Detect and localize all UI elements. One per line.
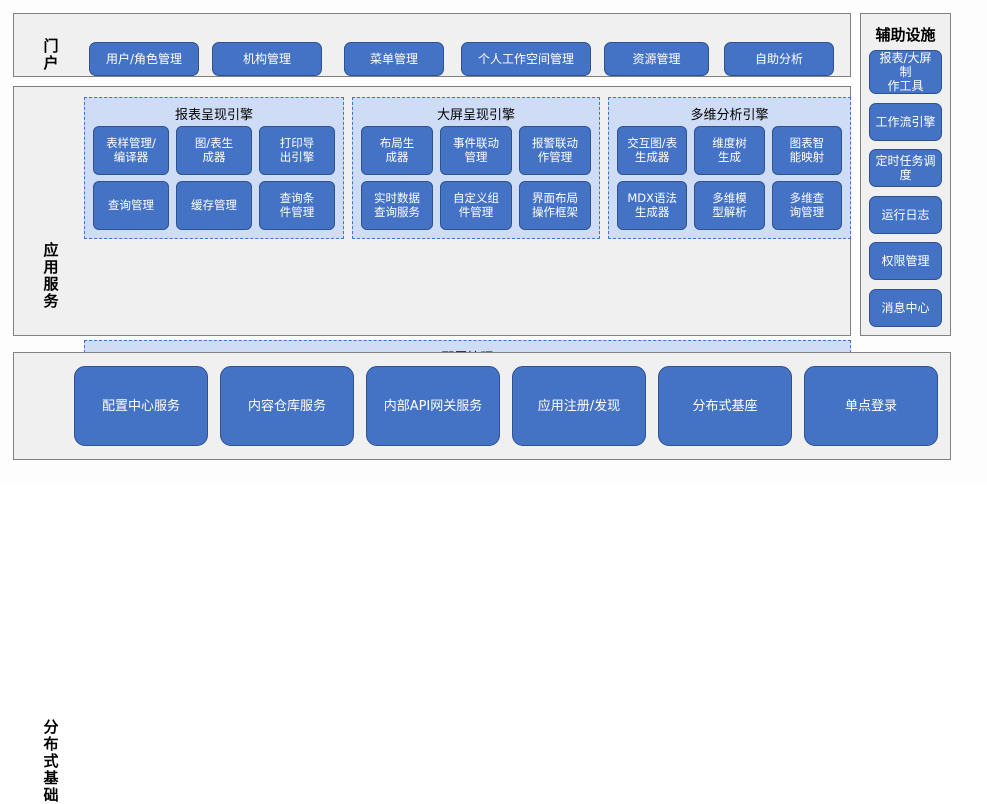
- distributed-base-section: 分布式基础 配置中心服务内容仓库服务内部API网关服务应用注册/发现分布式基座单…: [13, 352, 951, 804]
- engine-group-1-button-5[interactable]: 缓存管理: [176, 181, 252, 230]
- auxiliary-button-6[interactable]: 消息中心: [869, 288, 942, 327]
- engine-group-3-button-5[interactable]: 多维模 型解析: [694, 181, 765, 230]
- engine-group-3: 多维分析引擎交互图/表 生成器维度树 生成图表智 能映射 MDX语法 生成器多维模…: [608, 97, 851, 239]
- auxiliary-button-4[interactable]: 运行日志: [869, 195, 942, 234]
- portal-button-3[interactable]: 菜单管理: [344, 42, 444, 76]
- distributed-base-button-5[interactable]: 分布式基座: [658, 366, 792, 446]
- engine-group-2: 大屏呈现引擎布局生 成器事件联动 管理报警联动 作管理实时数据 查询服务自定义组…: [352, 97, 600, 239]
- distributed-base-button-2[interactable]: 内容仓库服务: [220, 366, 354, 446]
- engine-group-2-button-2[interactable]: 事件联动 管理: [440, 126, 512, 175]
- engine-group-3-title: 多维分析引擎: [690, 108, 769, 123]
- portal-button-1[interactable]: 用户/角色管理: [89, 42, 199, 76]
- distributed-base-button-list: 配置中心服务内容仓库服务内部API网关服务应用注册/发现分布式基座单点登录: [74, 365, 938, 447]
- distributed-base-button-6[interactable]: 单点登录: [804, 366, 938, 446]
- auxiliary-button-5[interactable]: 权限管理: [869, 242, 942, 281]
- portal-section: 门户 用户/角色管理机构管理菜单管理个人工作空间管理资源管理自助分析: [13, 13, 851, 77]
- engine-group-2-button-6[interactable]: 界面布局 操作框架: [519, 181, 591, 230]
- engine-group-1-button-3[interactable]: 打印导 出引擎: [259, 126, 335, 175]
- auxiliary-button-list: 报表/大屏制 作工具工作流引擎定时任务调度运行日志权限管理消息中心: [869, 50, 942, 327]
- engine-group-1-button-2[interactable]: 图/表生 成器: [176, 126, 252, 175]
- distributed-base-section-title: 分布式基础: [43, 718, 59, 804]
- distributed-base-button-4[interactable]: 应用注册/发现: [512, 366, 646, 446]
- auxiliary-button-1[interactable]: 报表/大屏制 作工具: [869, 50, 942, 94]
- engine-group-3-button-6[interactable]: 多维查 询管理: [771, 181, 842, 230]
- engine-group-2-button-3[interactable]: 报警联动 作管理: [519, 126, 591, 175]
- engine-group-2-title: 大屏呈现引擎: [436, 108, 515, 123]
- auxiliary-section-title: 辅助设施: [875, 26, 936, 44]
- engine-group-1-cells: 表样管理/ 编译器图/表生 成器打印导 出引擎查询管理缓存管理查询条 件管理: [93, 126, 335, 230]
- engine-group-2-cells: 布局生 成器事件联动 管理报警联动 作管理实时数据 查询服务自定义组 件管理界面…: [361, 126, 591, 230]
- auxiliary-section: 辅助设施 报表/大屏制 作工具工作流引擎定时任务调度运行日志权限管理消息中心: [860, 13, 951, 336]
- engine-group-3-button-2[interactable]: 维度树 生成: [694, 126, 765, 175]
- distributed-base-button-1[interactable]: 配置中心服务: [74, 366, 208, 446]
- auxiliary-button-3[interactable]: 定时任务调度: [869, 149, 942, 188]
- auxiliary-button-2[interactable]: 工作流引擎: [869, 102, 942, 141]
- architecture-diagram: 门户 用户/角色管理机构管理菜单管理个人工作空间管理资源管理自助分析 应用服务 …: [13, 13, 951, 804]
- engine-group-3-button-3[interactable]: 图表智 能映射: [771, 126, 842, 175]
- portal-button-5[interactable]: 资源管理: [604, 42, 709, 76]
- engine-group-1: 报表呈现引擎表样管理/ 编译器图/表生 成器打印导 出引擎查询管理缓存管理查询条…: [84, 97, 344, 239]
- engine-group-3-button-4[interactable]: MDX语法 生成器: [617, 181, 688, 230]
- distributed-base-button-3[interactable]: 内部API网关服务: [366, 366, 500, 446]
- app-service-section-title: 应用服务: [43, 241, 59, 310]
- engine-group-1-button-6[interactable]: 查询条 件管理: [259, 181, 335, 230]
- portal-button-4[interactable]: 个人工作空间管理: [461, 42, 591, 76]
- engine-group-2-button-1[interactable]: 布局生 成器: [361, 126, 433, 175]
- engine-group-1-button-1[interactable]: 表样管理/ 编译器: [93, 126, 169, 175]
- engine-group-1-title: 报表呈现引擎: [174, 108, 253, 123]
- engine-group-3-button-1[interactable]: 交互图/表 生成器: [617, 126, 688, 175]
- portal-section-title: 门户: [43, 37, 59, 72]
- app-service-section: 应用服务 报表呈现引擎表样管理/ 编译器图/表生 成器打印导 出引擎查询管理缓存…: [13, 86, 851, 414]
- engine-group-3-cells: 交互图/表 生成器维度树 生成图表智 能映射 MDX语法 生成器多维模 型解析多维…: [617, 126, 842, 230]
- engine-group-1-button-4[interactable]: 查询管理: [93, 181, 169, 230]
- portal-button-6[interactable]: 自助分析: [724, 42, 834, 76]
- engine-group-2-button-5[interactable]: 自定义组 件管理: [440, 181, 512, 230]
- engine-group-2-button-4[interactable]: 实时数据 查询服务: [361, 181, 433, 230]
- portal-button-2[interactable]: 机构管理: [212, 42, 322, 76]
